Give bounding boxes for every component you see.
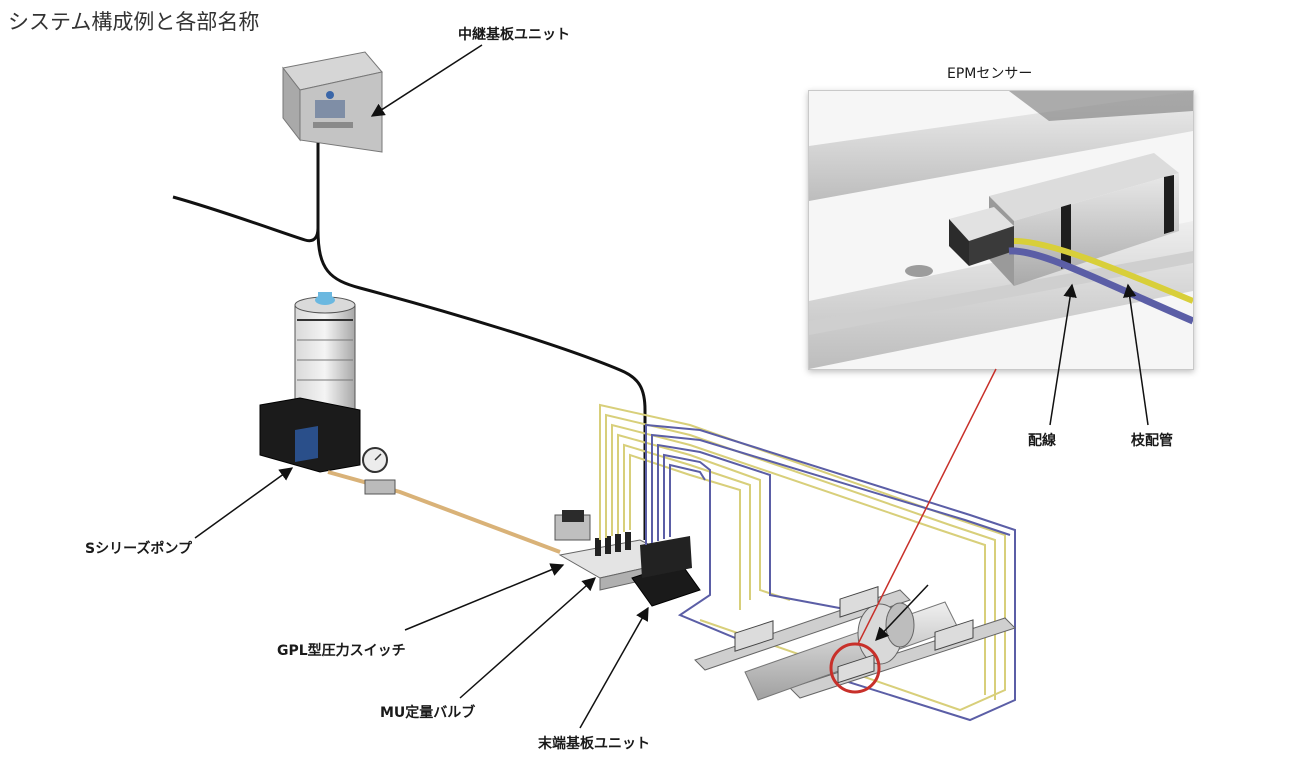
label-pump: Sシリーズポンプ bbox=[85, 541, 192, 557]
page-title: システム構成例と各部名称 bbox=[8, 10, 260, 34]
epm-sensor-head bbox=[949, 207, 1014, 241]
relay-board-unit bbox=[282, 51, 383, 153]
rail-bolt-hole bbox=[905, 265, 933, 277]
label-wiring: 配線 bbox=[1028, 433, 1056, 449]
upper-rail bbox=[809, 91, 1193, 201]
label-branch-piping: 枝配管 bbox=[1131, 433, 1173, 449]
linear-block bbox=[989, 153, 1179, 221]
label-epm-sensor: EPMセンサー bbox=[947, 66, 1033, 82]
label-end-unit: 末端基板ユニット bbox=[538, 736, 650, 752]
valve-arrow bbox=[459, 577, 597, 699]
branch-piping-arrow bbox=[1123, 283, 1149, 426]
epm-sensor-inset bbox=[808, 90, 1194, 370]
linear-guide-assembly bbox=[694, 586, 1016, 701]
incoming-cable bbox=[172, 195, 320, 243]
inset-leader-line bbox=[857, 368, 997, 645]
relay-unit-arrow bbox=[370, 44, 483, 117]
label-valve: MU定量バルブ bbox=[380, 705, 476, 721]
branch-pipes-yellow bbox=[599, 403, 1006, 712]
label-relay-unit: 中継基板ユニット bbox=[458, 27, 570, 43]
signal-cable bbox=[316, 143, 647, 540]
wiring-cable bbox=[1008, 247, 1193, 325]
branch-pipes-blue bbox=[645, 423, 1016, 722]
wiring-arrow bbox=[1049, 283, 1077, 426]
pump-assembly bbox=[259, 292, 388, 473]
label-pressure-switch: GPL型圧力スイッチ bbox=[277, 643, 406, 659]
epm-sensor-illustration bbox=[809, 91, 1193, 369]
pressure-switch-arrow bbox=[404, 563, 565, 631]
branch-pipe bbox=[1013, 238, 1193, 304]
sensor-highlight-circle bbox=[829, 642, 881, 694]
main-supply-line bbox=[327, 470, 561, 554]
end-unit-arrow bbox=[579, 606, 649, 729]
pump-arrow bbox=[194, 467, 294, 539]
